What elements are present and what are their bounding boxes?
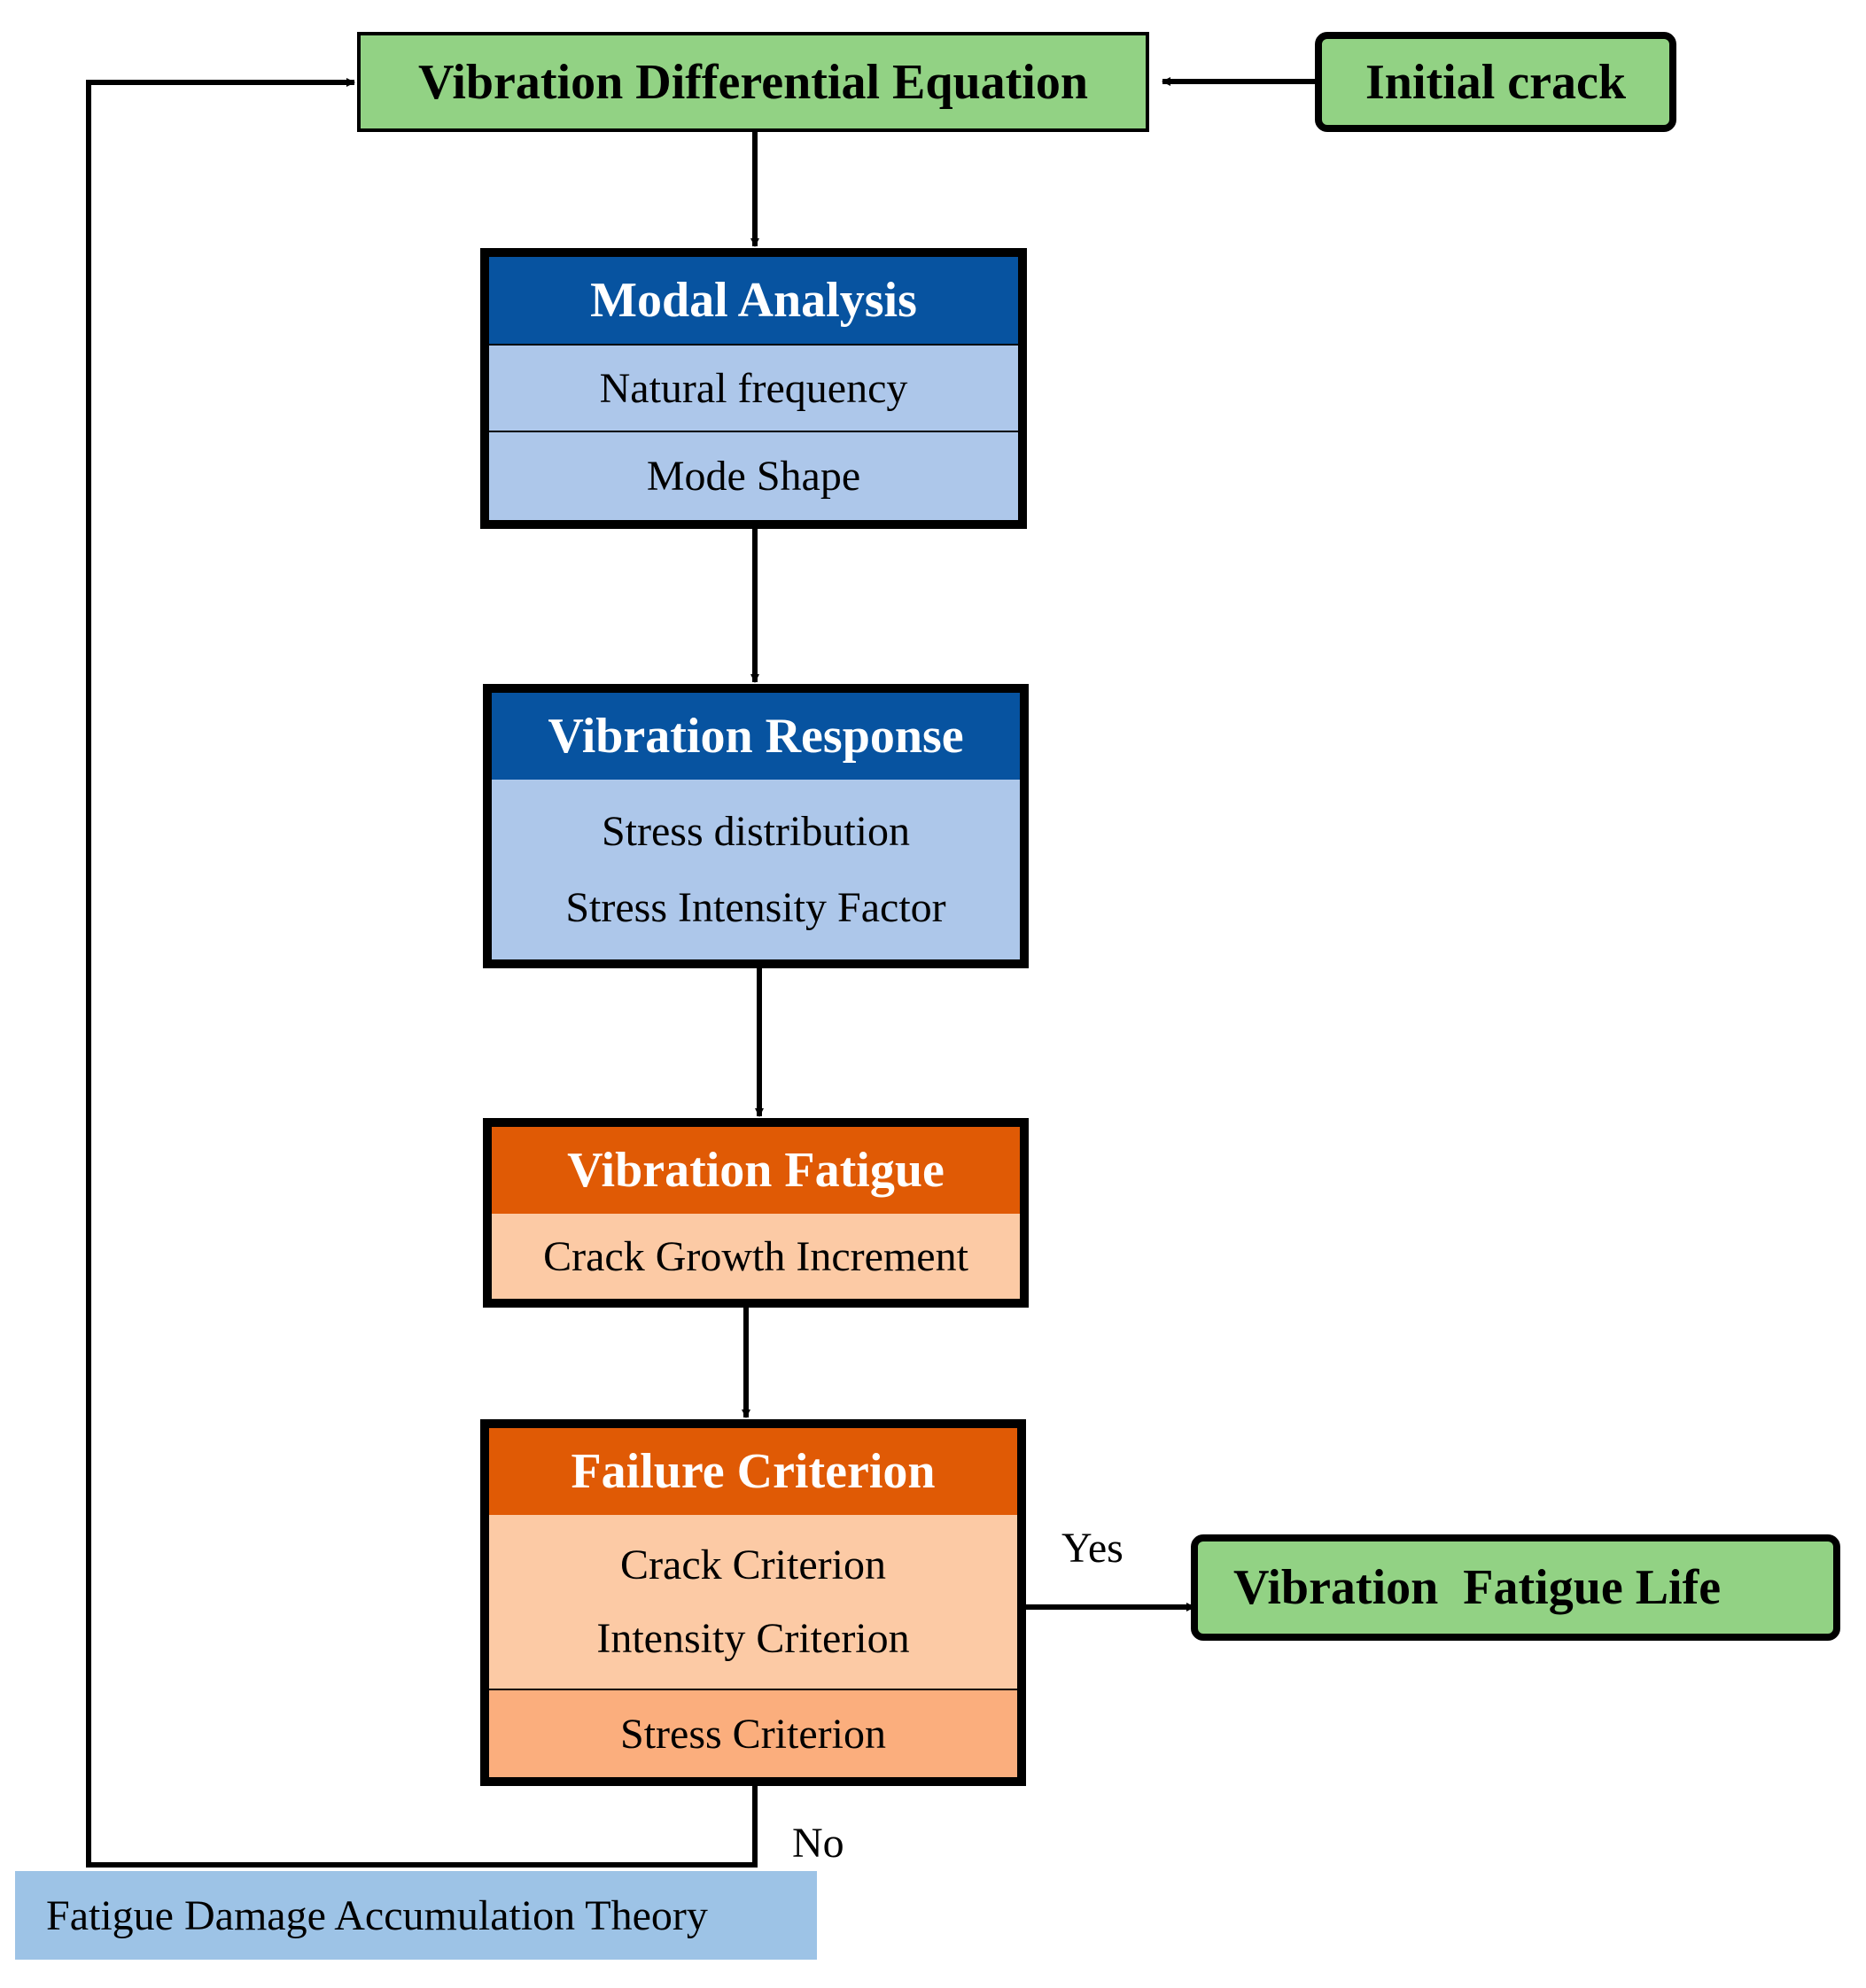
failure-rows: Crack Criterion Intensity Criterion [489,1515,1017,1689]
vibration-response-title: Vibration Response [492,693,1020,780]
vibration-response-title-text: Vibration Response [548,709,964,764]
fatigue-row: Crack Growth Increment [492,1214,1020,1299]
vibration-fatigue-title: Vibration Fatigue [492,1127,1020,1214]
modal-row: Natural frequency [489,346,1018,431]
vibration-fatigue-card: Vibration Fatigue Crack Growth Increment [483,1118,1029,1308]
failure-criterion-title: Failure Criterion [489,1428,1017,1515]
arrow-no-loop-back [86,78,758,1868]
initial-crack-label: Initial crack [1365,54,1626,110]
no-label: No [792,1820,844,1867]
failure-row-text: Crack Criterion [620,1541,886,1588]
equation-node: Vibration Differential Equation [357,32,1149,132]
modal-row: Mode Shape [489,432,1018,520]
modal-analysis-title: Modal Analysis [489,257,1018,344]
failure-criterion-card: Failure Criterion Crack Criterion Intens… [480,1419,1026,1786]
fatigue-life-label: Vibration Fatigue Life [1233,1560,1722,1615]
vibration-response-card: Vibration Response Stress distribution S… [483,684,1029,968]
failure-row-text: Intensity Criterion [596,1615,910,1663]
response-row-text: Stress distribution [601,808,911,855]
failure-row-text: Stress Criterion [620,1710,886,1758]
fatigue-row-text: Crack Growth Increment [543,1232,968,1280]
yes-label: Yes [1061,1525,1123,1572]
vibration-fatigue-title-text: Vibration Fatigue [567,1143,945,1198]
damage-theory-node: Fatigue Damage Accumulation Theory [15,1871,817,1960]
response-rows: Stress distribution Stress Intensity Fac… [492,780,1020,959]
failure-row-stress: Stress Criterion [489,1690,1017,1777]
modal-row-text: Mode Shape [646,453,861,500]
modal-analysis-card: Modal Analysis Natural frequency Mode Sh… [480,248,1027,529]
damage-theory-label: Fatigue Damage Accumulation Theory [46,1891,708,1939]
fatigue-life-node: Vibration Fatigue Life [1191,1534,1840,1641]
modal-row-text: Natural frequency [599,364,908,412]
modal-analysis-title-text: Modal Analysis [590,273,917,328]
initial-crack-node: Initial crack [1315,32,1676,132]
response-row-text: Stress Intensity Factor [565,884,946,931]
equation-label: Vibration Differential Equation [417,54,1089,110]
failure-criterion-title-text: Failure Criterion [571,1444,936,1499]
